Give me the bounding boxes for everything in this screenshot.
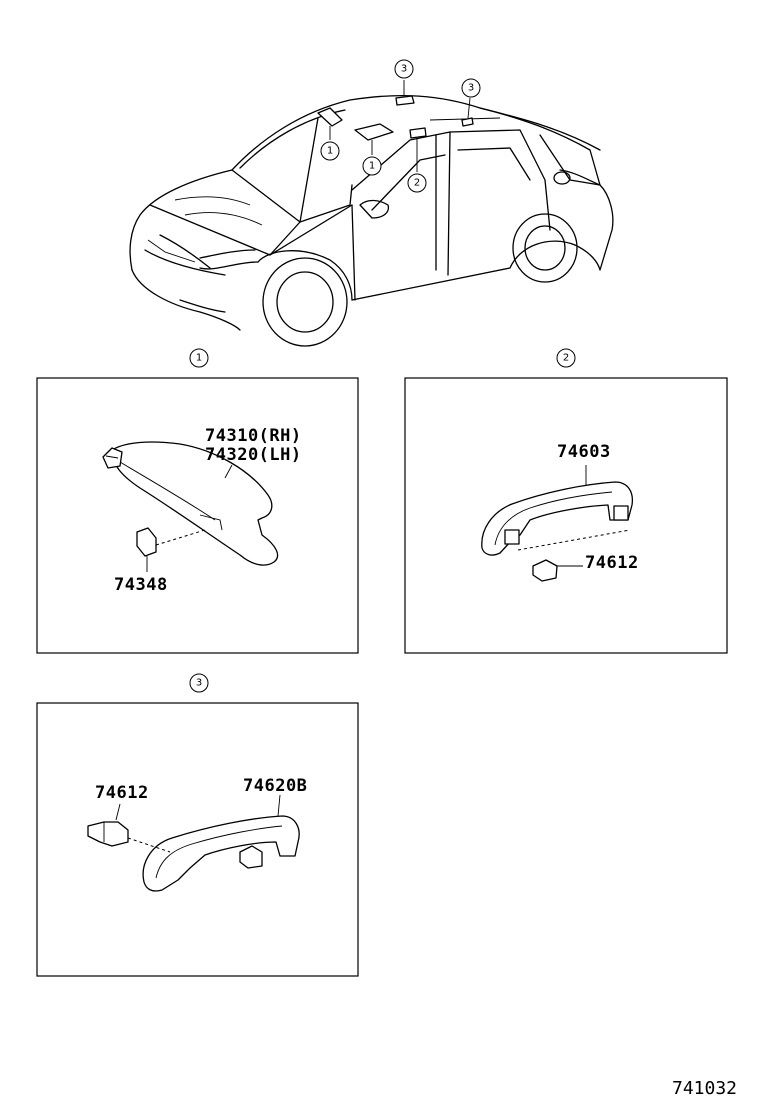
callout-label: 3 xyxy=(468,83,474,94)
callout-label: 2 xyxy=(414,178,420,189)
callout-label: 1 xyxy=(369,161,375,172)
part-number-74348: 74348 xyxy=(114,575,168,595)
callout-label: 1 xyxy=(196,353,202,364)
assist-grip-drawing xyxy=(481,465,634,582)
detail-2-frame xyxy=(404,377,728,654)
detail-3-frame xyxy=(36,702,359,977)
callout-2-car: 2 xyxy=(407,173,427,193)
callout-label: 3 xyxy=(196,678,202,689)
callout-1-car-a: 1 xyxy=(320,141,340,161)
detail-2-header: 2 xyxy=(556,348,576,368)
part-number-74612-b: 74612 xyxy=(95,783,149,803)
part-number-74620b: 74620B xyxy=(243,776,307,796)
callout-3-car-b: 3 xyxy=(461,78,481,98)
sun-visor-drawing xyxy=(102,441,279,572)
detail-1-header: 1 xyxy=(189,348,209,368)
callout-3-car-a: 3 xyxy=(394,59,414,79)
part-number-74310: 74310(RH) xyxy=(205,426,302,446)
callout-label: 1 xyxy=(327,146,333,157)
callout-label: 2 xyxy=(563,353,569,364)
part-number-74320: 74320(LH) xyxy=(205,445,302,465)
detail-3-header: 3 xyxy=(189,673,209,693)
rear-assist-grip-drawing xyxy=(87,794,300,892)
callout-1-car-b: 1 xyxy=(362,156,382,176)
part-number-74612-a: 74612 xyxy=(585,553,639,573)
detail-1-frame xyxy=(36,377,359,654)
drawing-code: 741032 xyxy=(672,1078,737,1099)
part-number-74603: 74603 xyxy=(557,442,611,462)
car-overview xyxy=(129,80,614,347)
callout-label: 3 xyxy=(401,64,407,75)
